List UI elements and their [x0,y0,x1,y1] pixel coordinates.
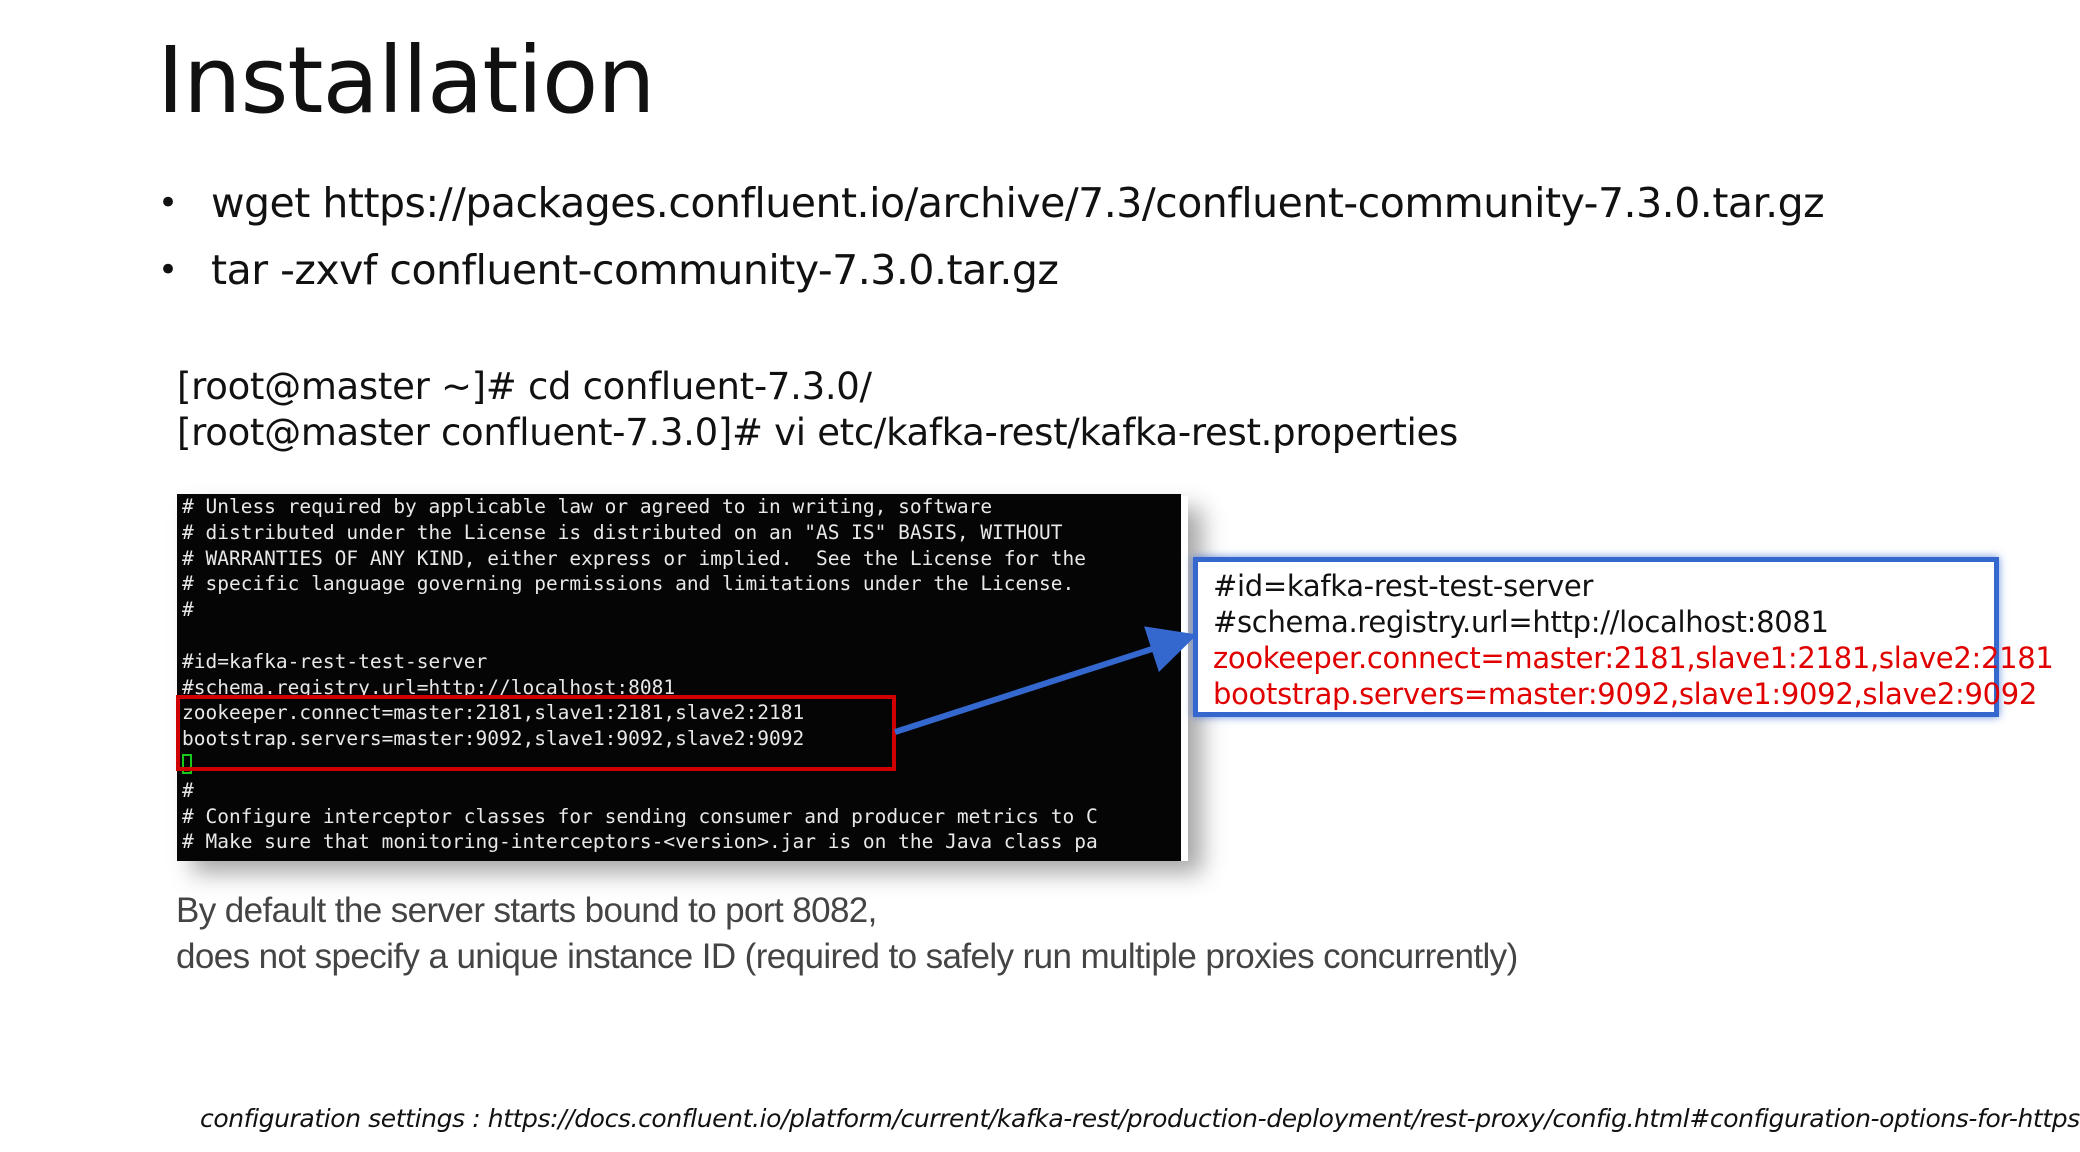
callout-box: #id=kafka-rest-test-server #schema.regis… [1193,557,2054,717]
install-step-tar: • tar -zxvf confluent-community-7.3.0.ta… [155,237,1824,304]
callout-highlight-line: zookeeper.connect=master:2181,slave1:218… [1213,641,2054,675]
callout-line: #id=kafka-rest-test-server [1213,569,1594,603]
terminal-line: # Configure interceptor classes for send… [182,804,1098,828]
bullet-dot-icon: • [158,250,178,290]
terminal-screenshot: # Unless required by applicable law or a… [177,494,1181,861]
install-step-text: wget https://packages.confluent.io/archi… [211,179,1825,227]
terminal-line: # specific language governing permission… [182,572,1075,596]
shell-commands: [root@master ~]# cd confluent-7.3.0/ [ro… [177,364,1458,456]
install-step-text: tar -zxvf confluent-community-7.3.0.tar.… [211,246,1059,294]
terminal-line: #id=kafka-rest-test-server [182,649,488,673]
terminal-cursor-line [182,752,1181,778]
note-line: does not specify a unique instance ID (r… [176,937,1518,976]
slide-title: Installation [157,27,656,134]
bullet-dot-icon: • [158,183,178,223]
terminal-cursor-icon [182,753,192,774]
config-reference-footer: configuration settings : https://docs.co… [200,1104,2080,1133]
terminal-line: zookeeper.connect=master:2181,slave1:218… [182,701,805,725]
install-steps-list: • wget https://packages.confluent.io/arc… [155,170,1825,304]
terminal-line: # Make sure that monitoring-interceptors… [182,830,1098,854]
terminal-line: # [182,778,194,802]
default-behavior-note: By default the server starts bound to po… [176,888,1518,980]
callout-arrow-icon [894,626,1198,735]
shell-command-cd: [root@master ~]# cd confluent-7.3.0/ [177,365,872,408]
terminal-line: # distributed under the License is distr… [182,520,1063,544]
terminal-line: bootstrap.servers=master:9092,slave1:909… [182,727,805,751]
terminal-line: # WARRANTIES OF ANY KIND, either express… [182,546,1086,570]
terminal-line: # [182,598,194,622]
terminal-line: #schema.registry.url=http://localhost:80… [182,675,676,699]
highlight-box [176,695,896,771]
terminal-line: # Unless required by applicable law or a… [182,495,993,518]
note-line: By default the server starts bound to po… [176,891,877,930]
install-step-wget: • wget https://packages.confluent.io/arc… [155,170,1825,237]
shell-command-vi: [root@master confluent-7.3.0]# vi etc/ka… [177,411,1458,454]
callout-line: #schema.registry.url=http://localhost:80… [1213,605,1829,639]
callout-highlight-line: bootstrap.servers=master:9092,slave1:909… [1213,677,2038,711]
